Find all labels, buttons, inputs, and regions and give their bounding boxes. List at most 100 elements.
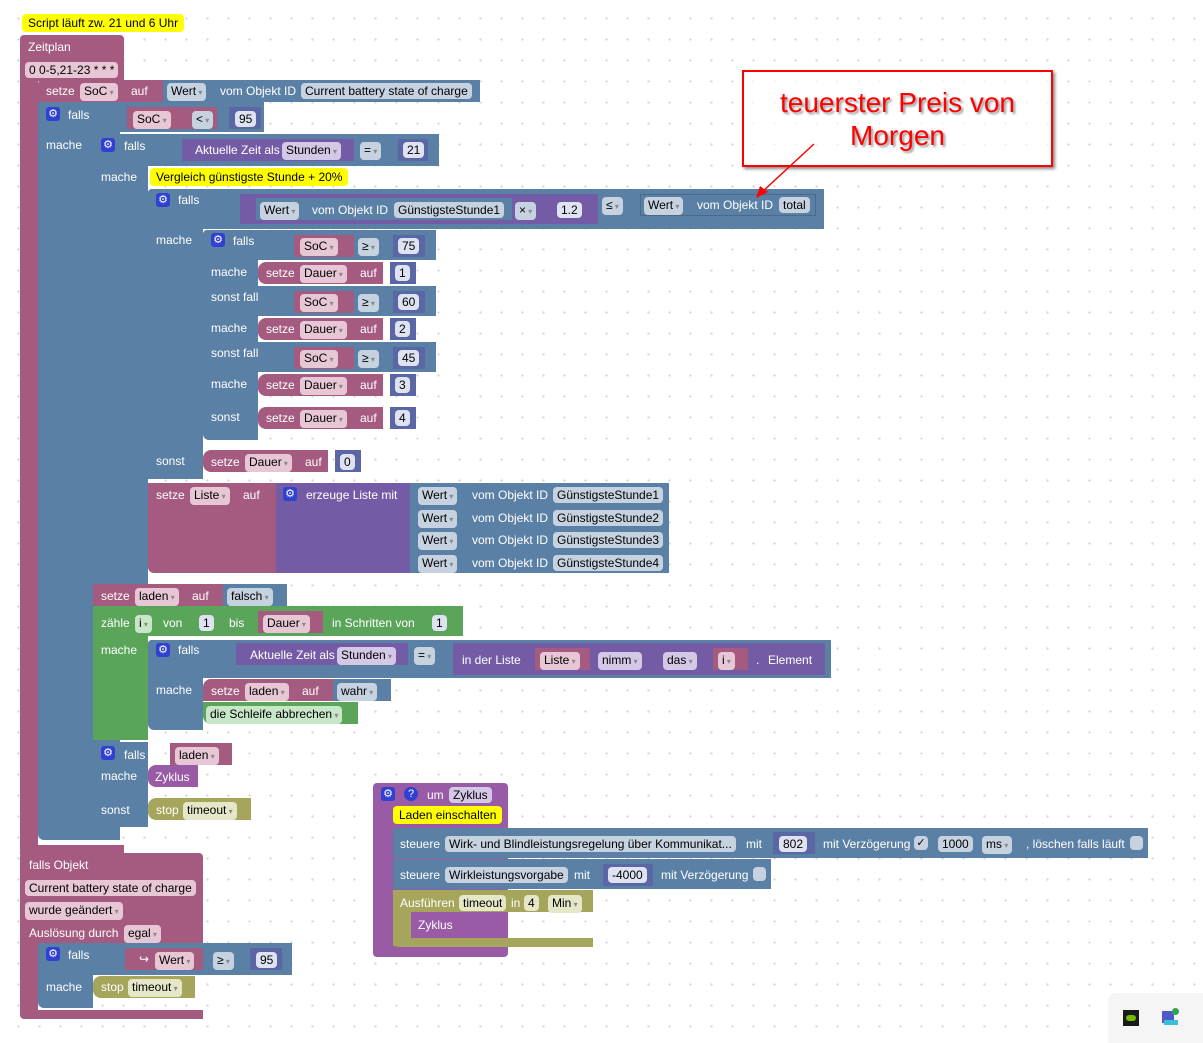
delay-field[interactable]: 1000 [938, 836, 973, 852]
object-id-field[interactable]: GünstigsteStunde2 [553, 510, 664, 526]
event-dropdown[interactable]: wurde geändert [25, 902, 123, 920]
object-id-field[interactable]: Current battery state of charge [301, 83, 472, 99]
compare-operator-dropdown[interactable]: ≤ [602, 197, 623, 215]
trigger-by-dropdown[interactable]: egal [124, 925, 161, 943]
gear-icon[interactable]: ⚙ [101, 746, 115, 760]
number-field[interactable]: 1.2 [557, 202, 582, 218]
comment-laden[interactable]: Laden einschalten [393, 806, 503, 824]
break-dropdown[interactable]: die Schleife abbrechen [206, 706, 343, 724]
var-dropdown-dauer[interactable]: Dauer [300, 321, 347, 339]
number-field[interactable]: 1 [199, 615, 214, 631]
object-id-field[interactable]: GünstigsteStunde4 [553, 555, 664, 571]
object-id-field[interactable]: GünstigsteStunde3 [553, 532, 664, 548]
if-price-block[interactable] [148, 189, 203, 479]
value-type-dropdown[interactable]: Wert [260, 202, 300, 220]
number-field[interactable]: 45 [398, 350, 420, 366]
number-field[interactable]: 1 [432, 615, 447, 631]
object-id-field[interactable]: Current battery state of charge [25, 880, 196, 896]
call-zyklus-block[interactable] [411, 913, 459, 935]
var-dropdown-liste[interactable]: Liste [190, 487, 230, 505]
timeout-dropdown[interactable]: timeout [183, 802, 237, 820]
value-type-dropdown[interactable]: Wert [167, 83, 207, 101]
bool-dropdown[interactable]: falsch [227, 588, 273, 606]
operator-dropdown[interactable]: ≥ [358, 350, 379, 368]
operator-dropdown[interactable]: ≥ [358, 238, 379, 256]
var-dropdown-laden[interactable]: laden [135, 588, 179, 606]
loop-var-dropdown[interactable]: i [135, 615, 152, 633]
var-dropdown-dauer[interactable]: Dauer [300, 410, 347, 428]
number-field[interactable]: 2 [395, 321, 410, 337]
object-id-field[interactable]: GünstigsteStunde1 [394, 202, 505, 218]
timeout-name-field[interactable]: timeout [459, 895, 507, 911]
gear-icon[interactable]: ⚙ [283, 487, 297, 501]
var-dropdown-soc[interactable]: SoC [80, 83, 118, 101]
control-target-field[interactable]: Wirk- und Blindleistungsregelung über Ko… [445, 836, 736, 852]
gear-icon[interactable]: ⚙ [46, 947, 60, 961]
clear-checkbox[interactable] [1130, 836, 1143, 850]
time-unit-dropdown[interactable]: Stunden [337, 647, 396, 665]
if-hour-block[interactable] [93, 134, 148, 584]
timeout-unit-dropdown[interactable]: Min [548, 895, 582, 913]
schedule-block[interactable] [20, 35, 124, 57]
var-dropdown-dauer[interactable]: Dauer [300, 377, 347, 395]
delay-checkbox-checked[interactable]: ✓ [914, 836, 928, 850]
var-dropdown-soc[interactable]: SoC [300, 238, 338, 256]
value-type-dropdown[interactable]: Wert [418, 532, 458, 550]
value-type-dropdown[interactable]: Wert [418, 510, 458, 528]
number-field[interactable]: 95 [235, 111, 257, 127]
schedule-cron-field[interactable]: 0 0-5,21-23 * * * [25, 62, 119, 78]
gear-icon[interactable]: ⚙ [156, 193, 170, 207]
help-icon[interactable]: ? [404, 787, 418, 801]
number-field[interactable]: 3 [395, 377, 410, 393]
number-field[interactable]: 60 [398, 294, 420, 310]
gear-icon[interactable]: ⚙ [101, 138, 115, 152]
value-type-dropdown[interactable]: Wert [418, 487, 458, 505]
time-unit-dropdown[interactable]: Stunden [282, 142, 341, 160]
var-dropdown-soc[interactable]: SoC [133, 111, 171, 129]
var-dropdown-soc[interactable]: SoC [300, 294, 338, 312]
nvidia-icon[interactable] [1123, 1010, 1139, 1026]
control-target-field[interactable]: Wirkleistungsvorgabe [445, 867, 568, 883]
var-dropdown-i[interactable]: i [718, 652, 735, 670]
var-dropdown-soc[interactable]: SoC [300, 350, 338, 368]
number-field[interactable]: -4000 [608, 867, 647, 883]
delay-unit-dropdown[interactable]: ms [982, 836, 1013, 854]
gear-icon[interactable]: ⚙ [156, 643, 170, 657]
number-field[interactable]: 75 [398, 238, 420, 254]
operator-dropdown[interactable]: ≥ [358, 294, 379, 312]
value-type-dropdown[interactable]: Wert [418, 555, 458, 573]
call-zyklus-block[interactable] [148, 765, 198, 787]
var-dropdown-liste[interactable]: Liste [540, 652, 580, 670]
timeout-dropdown[interactable]: timeout [128, 979, 182, 997]
var-dropdown-laden[interactable]: laden [245, 683, 289, 701]
number-field[interactable]: 21 [403, 142, 425, 158]
operator-dropdown[interactable]: < [192, 111, 214, 129]
value-type-dropdown[interactable]: Wert [644, 197, 684, 215]
operator-dropdown[interactable]: = [360, 142, 382, 160]
math-operator-dropdown[interactable]: × [515, 202, 537, 220]
var-dropdown-dauer[interactable]: Dauer [263, 615, 310, 633]
function-name-field[interactable]: Zyklus [449, 787, 492, 803]
number-field[interactable]: 4 [395, 410, 410, 426]
gear-icon[interactable]: ⚙ [381, 787, 395, 801]
number-field[interactable]: 802 [779, 836, 808, 852]
comment-script-window[interactable]: Script läuft zw. 21 und 6 Uhr [22, 14, 185, 32]
list-where-dropdown[interactable]: das [663, 652, 697, 670]
var-dropdown-laden[interactable]: laden [175, 747, 219, 765]
var-dropdown-dauer[interactable]: Dauer [245, 454, 292, 472]
gear-icon[interactable]: ⚙ [46, 107, 60, 121]
list-mode-dropdown[interactable]: nimm [598, 652, 642, 670]
var-dropdown-dauer[interactable]: Dauer [300, 265, 347, 283]
timeout-value-field[interactable]: 4 [524, 895, 539, 911]
number-field[interactable]: 0 [340, 454, 355, 470]
teams-icon[interactable] [1162, 1008, 1180, 1026]
get-value-block-total[interactable] [640, 194, 816, 216]
operator-dropdown[interactable]: ≥ [213, 952, 234, 970]
object-id-field[interactable]: total [779, 197, 810, 213]
number-field[interactable]: 1 [395, 265, 410, 281]
comment-compare[interactable]: Vergleich günstigste Stunde + 20% [150, 168, 349, 186]
event-value-dropdown[interactable]: Wert [155, 952, 195, 970]
if-soc-level-block[interactable] [203, 230, 258, 440]
number-field[interactable]: 95 [256, 952, 278, 968]
gear-icon[interactable]: ⚙ [211, 233, 225, 247]
